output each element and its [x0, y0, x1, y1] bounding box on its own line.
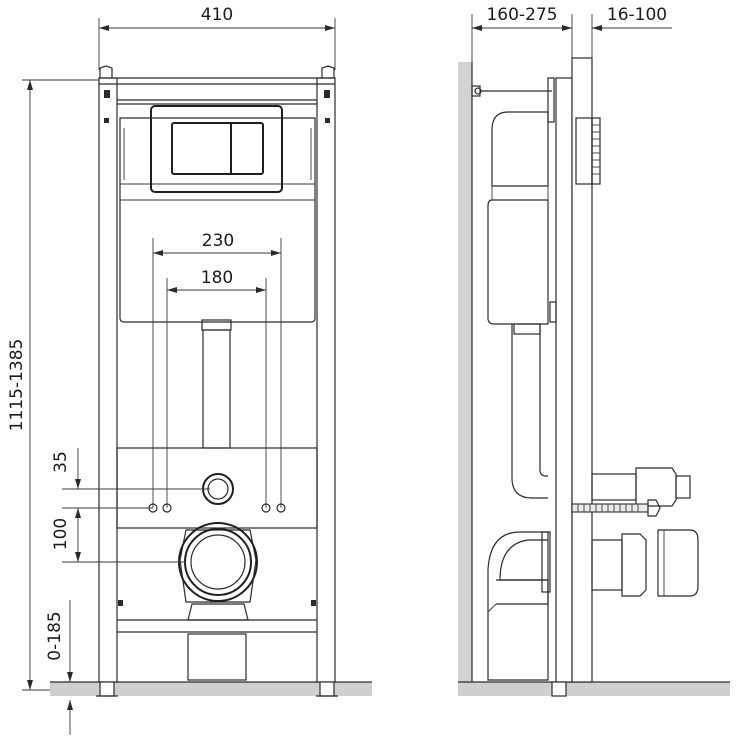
wall [458, 62, 472, 682]
width-label: 410 [201, 5, 233, 25]
front-floor [50, 682, 372, 696]
flush-plate [150, 105, 283, 193]
side-drain [487, 529, 699, 681]
wall-bracket [471, 77, 555, 123]
drain-pipe [178, 522, 258, 681]
offset-mid-label: 100 [51, 518, 71, 550]
side-floor [458, 682, 730, 696]
right-hook [321, 65, 335, 78]
width-dimension: 410 [98, 5, 336, 70]
offset-top-label: 35 [51, 451, 71, 473]
right-foot [319, 681, 335, 697]
left-post [98, 77, 118, 683]
side-frame-post [555, 77, 573, 683]
side-cistern [487, 111, 557, 325]
left-foot [99, 681, 115, 697]
height-dimension: 1115-1385 [7, 79, 108, 691]
side-panel-board [571, 57, 593, 683]
spacing-inner-label: 180 [201, 268, 233, 288]
cistern [119, 105, 316, 323]
right-post [316, 77, 336, 683]
adjust-dimension: 0-185 [45, 600, 73, 735]
spacing-outer-dimension: 230 [152, 231, 282, 508]
left-hook [99, 65, 113, 78]
mounting-bolts [571, 499, 661, 517]
side-flush-pipe [511, 323, 691, 507]
front-view: 410 1115-1385 [7, 5, 372, 735]
down-pipe [201, 319, 232, 449]
mounting-plate [116, 447, 318, 529]
offset-dimensions: 35 100 [51, 448, 210, 563]
depth-label: 160-275 [486, 5, 557, 25]
adjust-label: 0-185 [45, 611, 65, 660]
depth-dimension: 160-275 16-100 [471, 5, 672, 62]
side-flush-plate [575, 117, 601, 185]
side-view: 160-275 16-100 [458, 5, 730, 697]
spacing-outer-label: 230 [202, 231, 234, 251]
height-label: 1115-1385 [7, 339, 27, 432]
flush-buttons [171, 122, 264, 175]
spacing-inner-dimension: 180 [166, 268, 267, 508]
frame [96, 65, 338, 697]
wall-label: 16-100 [607, 5, 667, 25]
side-foot [551, 681, 567, 697]
